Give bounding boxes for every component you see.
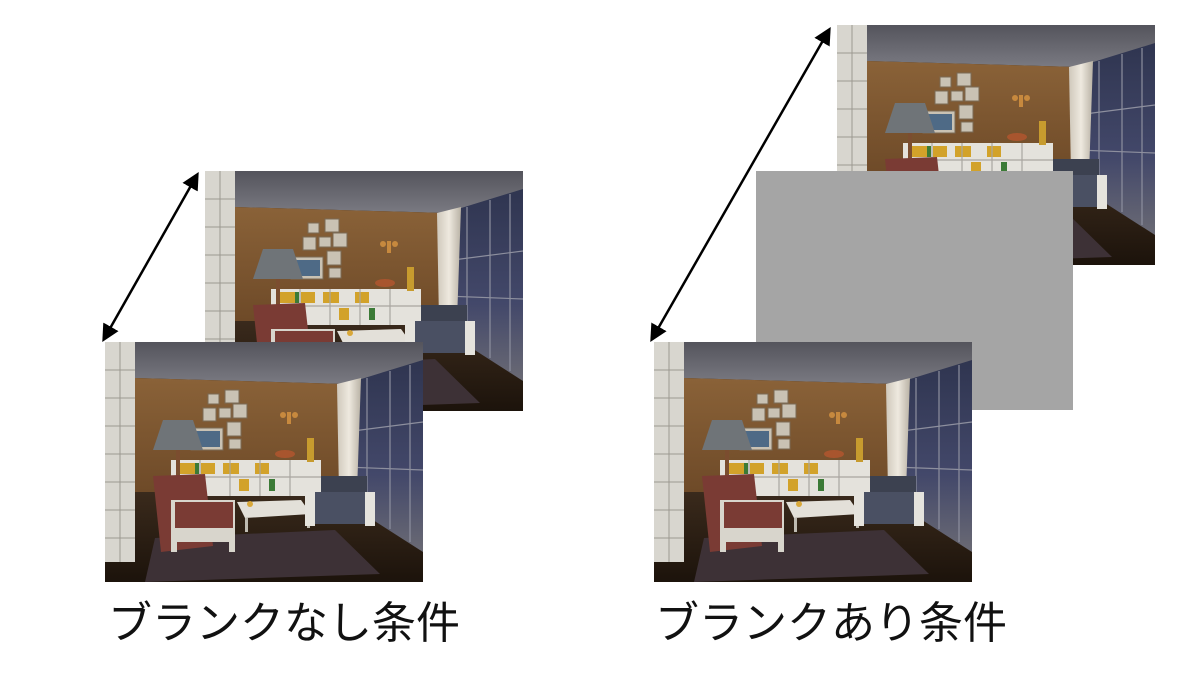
room-image-right-front: [654, 342, 972, 582]
caption-with-blank: ブランクあり条件: [655, 598, 1007, 649]
transition-arrow-left: [102, 171, 199, 343]
caption-no-blank: ブランクなし条件: [108, 598, 460, 649]
room-image-left-front: [105, 342, 423, 582]
